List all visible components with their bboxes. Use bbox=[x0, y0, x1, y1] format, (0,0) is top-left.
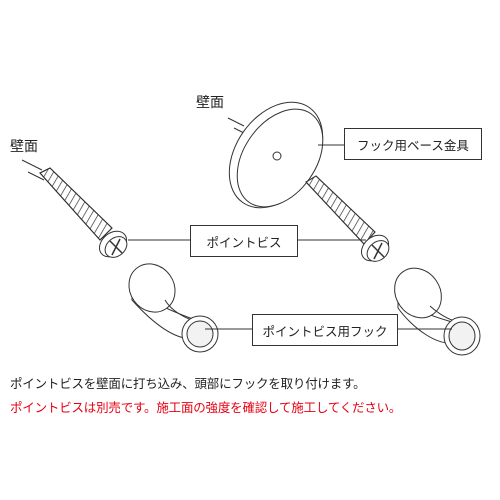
left-hook bbox=[128, 263, 219, 353]
wall-label-right: 壁面 bbox=[196, 95, 224, 111]
right-point-screw bbox=[305, 175, 390, 262]
base-plate-label: フック用ベース金具 bbox=[344, 128, 482, 160]
caption-warning: ポイントビスは別売です。施工面の強度を確認して施工してください。 bbox=[10, 400, 402, 415]
point-screw-hook-label: ポイントビス用フック bbox=[252, 314, 398, 346]
caption-instruction: ポイントビスを壁面に打ち込み、頭部にフックを取り付けます。 bbox=[10, 376, 366, 391]
base-plate-disc bbox=[228, 101, 324, 209]
right-hook bbox=[394, 267, 481, 356]
wall-label-left: 壁面 bbox=[10, 139, 38, 155]
point-screw-label: ポイントビス bbox=[190, 225, 298, 257]
assembly-diagram bbox=[21, 101, 481, 356]
left-point-screw bbox=[39, 167, 128, 258]
leader-lines bbox=[128, 144, 452, 330]
left-wall-arrows bbox=[21, 159, 45, 181]
